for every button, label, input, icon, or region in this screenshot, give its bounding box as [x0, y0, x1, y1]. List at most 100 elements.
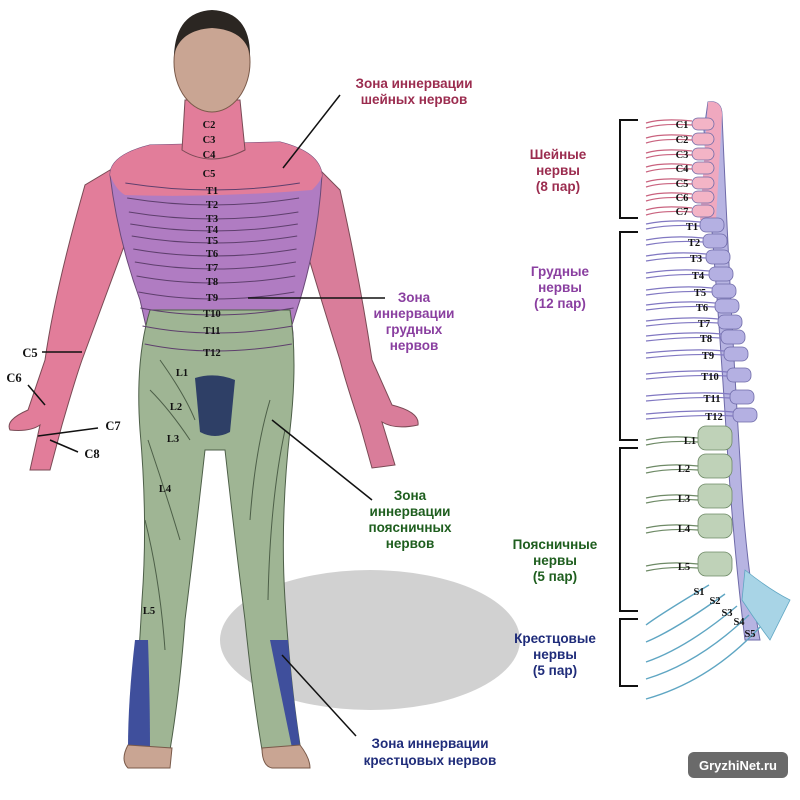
nerve-root-l5	[645, 562, 699, 567]
thoracic-bracket	[619, 231, 638, 441]
vertebra-t12	[732, 407, 758, 423]
sacral-bracket	[619, 618, 638, 687]
torso-label-t5: T5	[206, 236, 218, 247]
spine-label-t5: T5	[694, 288, 706, 299]
vertebra-c2	[691, 132, 715, 146]
nerve-root-t12	[645, 410, 734, 415]
spine-label-t3: T3	[690, 254, 702, 265]
spine-label-t2: T2	[688, 238, 700, 249]
torso-label-t1: T1	[206, 186, 218, 197]
spine-label-t6: T6	[696, 303, 708, 314]
spine-label-s4: S4	[733, 617, 745, 628]
spine-label-t8: T8	[700, 334, 712, 345]
nerve-root-t11	[645, 392, 731, 397]
spine-label-c3: C3	[676, 150, 689, 161]
cervical-group-caption-3: (8 пар)	[536, 179, 580, 194]
lumbar-callout-line-3: поясничных	[368, 520, 452, 535]
cervical-group-caption-2: нервы	[536, 163, 580, 178]
leg-label-l5: L5	[143, 606, 155, 617]
spine-label-t11: T11	[704, 394, 721, 405]
vertebra-t8	[720, 329, 746, 345]
arm-label-c8: C8	[84, 447, 99, 461]
sacral-callout-line-1: Зона иннервации	[371, 736, 488, 751]
spine-label-c7: C7	[676, 207, 689, 218]
sacral-zone-left-leg	[270, 640, 300, 748]
vertebra-l2	[697, 453, 733, 479]
torso-label-t11: T11	[204, 326, 221, 337]
lumbar-group-caption-3: (5 пар)	[533, 569, 577, 584]
spine-label-t4: T4	[692, 271, 705, 282]
hair	[174, 10, 250, 55]
sacral-group-caption-1: Крестцовые	[514, 631, 596, 646]
torso-label-t4: T4	[206, 225, 219, 236]
leg-label-l3: L3	[167, 434, 179, 445]
spine-label-c2: C2	[676, 135, 689, 146]
spine-label-s3: S3	[721, 608, 732, 619]
torso-label-t9: T9	[206, 293, 218, 304]
spine-label-t10: T10	[701, 372, 719, 383]
vertebra-c3	[691, 147, 715, 161]
lumbar-callout-leader	[271, 419, 373, 501]
arm-leader-c8	[49, 439, 79, 453]
arm-label-c5: C5	[22, 346, 37, 360]
vertebra-t9	[723, 346, 749, 362]
nerve-root-l4	[645, 524, 699, 529]
thoracic-callout-line-3: грудных	[386, 322, 443, 337]
torso-label-t3: T3	[206, 214, 218, 225]
vertebra-t1	[699, 217, 725, 233]
spine-label-l5: L5	[678, 562, 690, 573]
sacrum	[741, 569, 791, 641]
vertebra-t11	[729, 389, 755, 405]
torso-label-t12: T12	[203, 348, 221, 359]
legs	[129, 309, 301, 751]
vertebra-t7	[717, 314, 743, 330]
nerve-root-t5	[645, 286, 713, 291]
nerve-root-l2	[645, 464, 699, 469]
vertebra-l4	[697, 513, 733, 539]
spine-label-t7: T7	[698, 319, 710, 330]
nerve-root-c2	[645, 134, 693, 139]
thoracic-dermatome-lines	[125, 182, 300, 352]
vertebra-l5	[697, 551, 733, 577]
spine-label-t9: T9	[702, 351, 714, 362]
nerve-root-s2	[645, 593, 726, 643]
nerve-root-t4	[645, 269, 710, 274]
cervical-zone-shoulders	[110, 142, 322, 196]
left-arm	[301, 169, 419, 469]
cervical-cord	[700, 101, 722, 220]
watermark-badge: GryzhiNet.ru	[688, 752, 788, 778]
cervical-group-caption-1: Шейные	[530, 147, 587, 162]
vertebra-t6	[714, 298, 740, 314]
spine-label-s5: S5	[744, 629, 755, 640]
spine-label-t12: T12	[705, 412, 723, 423]
nerve-root-s1	[645, 584, 710, 626]
spine-label-t1: T1	[686, 222, 698, 233]
thoracic-group-caption-3: (12 пар)	[534, 296, 586, 311]
spine-label-l2: L2	[678, 464, 690, 475]
lumbar-dermatome-lines	[144, 359, 286, 651]
right-arm	[8, 169, 131, 471]
neck-label-c3: C3	[203, 135, 216, 146]
cervical-callout-leader	[282, 94, 341, 169]
nerve-root-c1	[645, 119, 693, 124]
spine-label-s1: S1	[693, 587, 704, 598]
nerve-root-l1	[645, 436, 699, 441]
nerve-root-c5	[645, 178, 693, 183]
sacral-callout-leader	[281, 654, 357, 737]
vertebra-c7	[691, 204, 715, 218]
figure-shadow	[220, 570, 520, 710]
nerve-root-t10	[645, 370, 728, 375]
neck-label-c4: C4	[203, 150, 217, 161]
nerve-root-c3	[645, 149, 693, 154]
human-figure	[8, 10, 419, 769]
lumbar-group-caption-2: нервы	[533, 553, 577, 568]
sacral-zone-right-leg	[128, 640, 150, 752]
arm-label-c7: C7	[105, 419, 120, 433]
left-foot	[261, 744, 311, 769]
lumbar-bracket	[619, 447, 638, 612]
neck-label-c5: C5	[203, 169, 216, 180]
spine-label-s2: S2	[709, 596, 720, 607]
